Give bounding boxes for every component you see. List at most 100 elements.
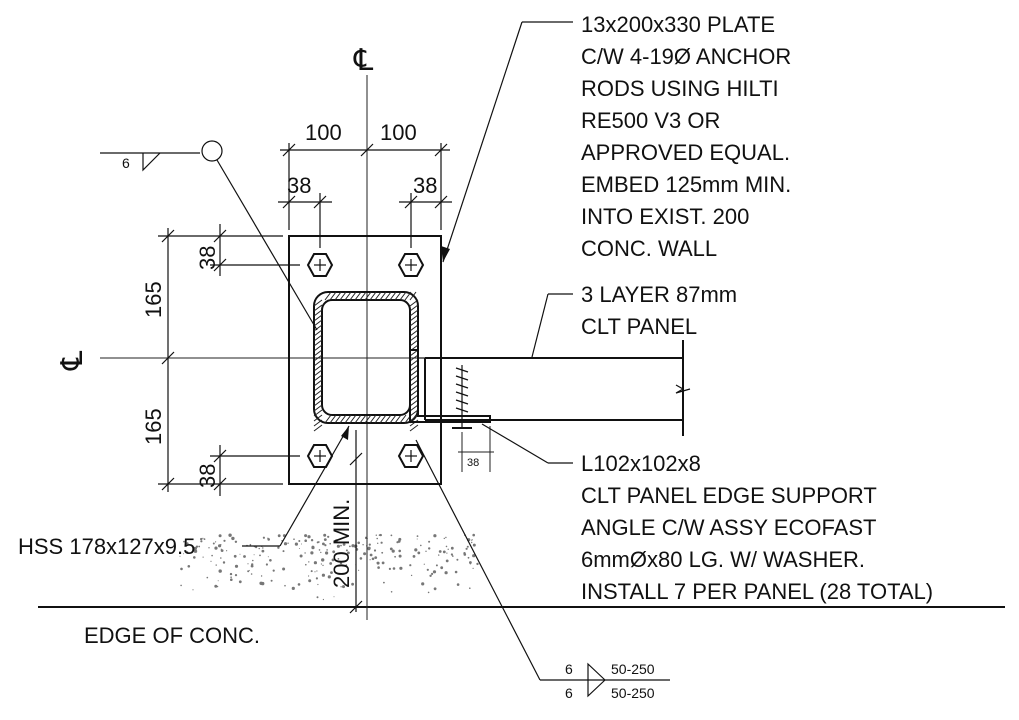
plate-note-line: C/W 4-19Ø ANCHOR xyxy=(581,44,791,69)
concrete-stipple xyxy=(472,567,474,570)
concrete-stipple xyxy=(247,563,249,565)
concrete-stipple xyxy=(425,550,427,552)
concrete-stipple xyxy=(220,549,224,552)
concrete-stipple xyxy=(183,553,184,555)
concrete-stipple xyxy=(376,561,378,564)
concrete-stipple xyxy=(416,538,418,540)
concrete-stipple xyxy=(318,549,321,551)
concrete-stipple xyxy=(369,553,373,557)
concrete-stipple xyxy=(249,543,252,546)
hss-wall-hatch xyxy=(313,394,323,402)
angle-weld-size-bottom: 6 xyxy=(565,685,573,701)
hss-wall-hatch xyxy=(384,414,392,424)
top-dimension-lines xyxy=(278,143,452,248)
concrete-hatch xyxy=(179,533,479,601)
concrete-stipple xyxy=(329,562,333,565)
concrete-stipple xyxy=(272,569,275,572)
concrete-stipple xyxy=(234,574,238,577)
concrete-stipple xyxy=(250,573,253,575)
concrete-stipple xyxy=(193,549,198,553)
vertical-centerline-symbol: ℄ xyxy=(353,44,373,77)
concrete-stipple xyxy=(412,555,416,558)
concrete-stipple xyxy=(284,584,286,587)
concrete-stipple xyxy=(389,547,393,551)
concrete-stipple xyxy=(202,537,204,539)
concrete-stipple xyxy=(380,541,383,544)
hss-wall-hatch xyxy=(354,291,362,301)
angle-note: L102x102x8 CLT PANEL EDGE SUPPORT ANGLE … xyxy=(581,451,933,604)
concrete-stipple xyxy=(265,563,268,566)
concrete-stipple xyxy=(308,579,312,583)
concrete-stipple xyxy=(469,561,472,564)
concrete-stipple xyxy=(371,557,375,561)
concrete-stipple xyxy=(410,574,413,577)
hss-wall-hatch xyxy=(409,359,419,367)
concrete-stipple xyxy=(193,546,197,551)
concrete-stipple xyxy=(308,561,310,563)
concrete-stipple xyxy=(258,547,260,550)
concrete-stipple xyxy=(202,556,204,558)
concrete-stipple xyxy=(261,549,265,553)
concrete-stipple xyxy=(376,537,379,540)
hss-wall-hatch xyxy=(313,319,323,327)
concrete-stipple xyxy=(304,539,308,542)
hss-wall-hatch xyxy=(409,354,419,362)
concrete-stipple xyxy=(330,571,333,574)
concrete-stipple xyxy=(336,544,340,548)
concrete-stipple xyxy=(446,552,448,554)
concrete-stipple xyxy=(322,564,324,567)
concrete-stipple xyxy=(218,534,222,538)
concrete-stipple xyxy=(398,549,402,553)
dim-edge-bottom: 38 xyxy=(195,464,220,488)
concrete-stipple xyxy=(277,534,281,538)
hss-label: HSS 178x127x9.5 xyxy=(18,534,195,559)
concrete-stipple xyxy=(375,534,377,536)
concrete-stipple xyxy=(220,548,222,550)
dim-top-right: 100 xyxy=(380,120,417,145)
hss-wall-hatch xyxy=(334,291,342,301)
concrete-stipple xyxy=(210,560,212,562)
concrete-stipple xyxy=(203,538,206,540)
hss-wall-hatch xyxy=(349,414,357,424)
dim-left-lower: 165 xyxy=(141,408,166,445)
concrete-stipple xyxy=(238,580,242,584)
hss-wall-hatch xyxy=(313,344,323,352)
concrete-stipple xyxy=(454,570,458,574)
concrete-stipple xyxy=(378,534,381,536)
concrete-stipple xyxy=(472,533,476,537)
hss-wall-hatch xyxy=(409,379,419,387)
hss-wall-hatch xyxy=(329,414,337,424)
plate-note-line: RE500 V3 OR xyxy=(581,108,720,133)
concrete-stipple xyxy=(267,556,269,558)
hss-wall-hatch xyxy=(313,374,323,382)
concrete-stipple xyxy=(397,540,401,543)
anchor-rod-top-right xyxy=(397,253,425,277)
hss-weld-symbol xyxy=(100,140,318,331)
hss-wall-hatch xyxy=(313,309,323,317)
hss-wall-hatch xyxy=(409,329,419,337)
hss-wall-hatch xyxy=(394,291,402,301)
hss-wall-hatch xyxy=(339,291,347,301)
hss-wall-hatch xyxy=(409,409,419,417)
concrete-stipple xyxy=(217,580,219,582)
hss-wall-hatch xyxy=(313,404,323,412)
concrete-stipple xyxy=(226,550,228,552)
dim-left-upper: 165 xyxy=(141,281,166,318)
concrete-stipple xyxy=(345,535,348,537)
clt-note-line: 3 LAYER 87mm xyxy=(581,282,737,307)
hss-wall-hatch xyxy=(409,339,419,347)
hss-wall-hatch xyxy=(409,369,419,377)
concrete-stipple xyxy=(315,577,318,580)
concrete-stipple xyxy=(365,537,367,539)
hss-wall-hatch xyxy=(409,399,419,407)
concrete-stipple xyxy=(214,546,218,550)
angle-leader xyxy=(481,423,573,464)
plate-note-line: 13x200x330 PLATE xyxy=(581,12,775,37)
concrete-stipple xyxy=(327,535,330,538)
hss-wall-hatch xyxy=(369,414,377,424)
clt-leader xyxy=(531,293,573,358)
hss-wall-hatch xyxy=(364,291,372,301)
concrete-stipple xyxy=(345,549,348,552)
concrete-stipple xyxy=(373,549,377,552)
concrete-stipple xyxy=(445,536,447,539)
